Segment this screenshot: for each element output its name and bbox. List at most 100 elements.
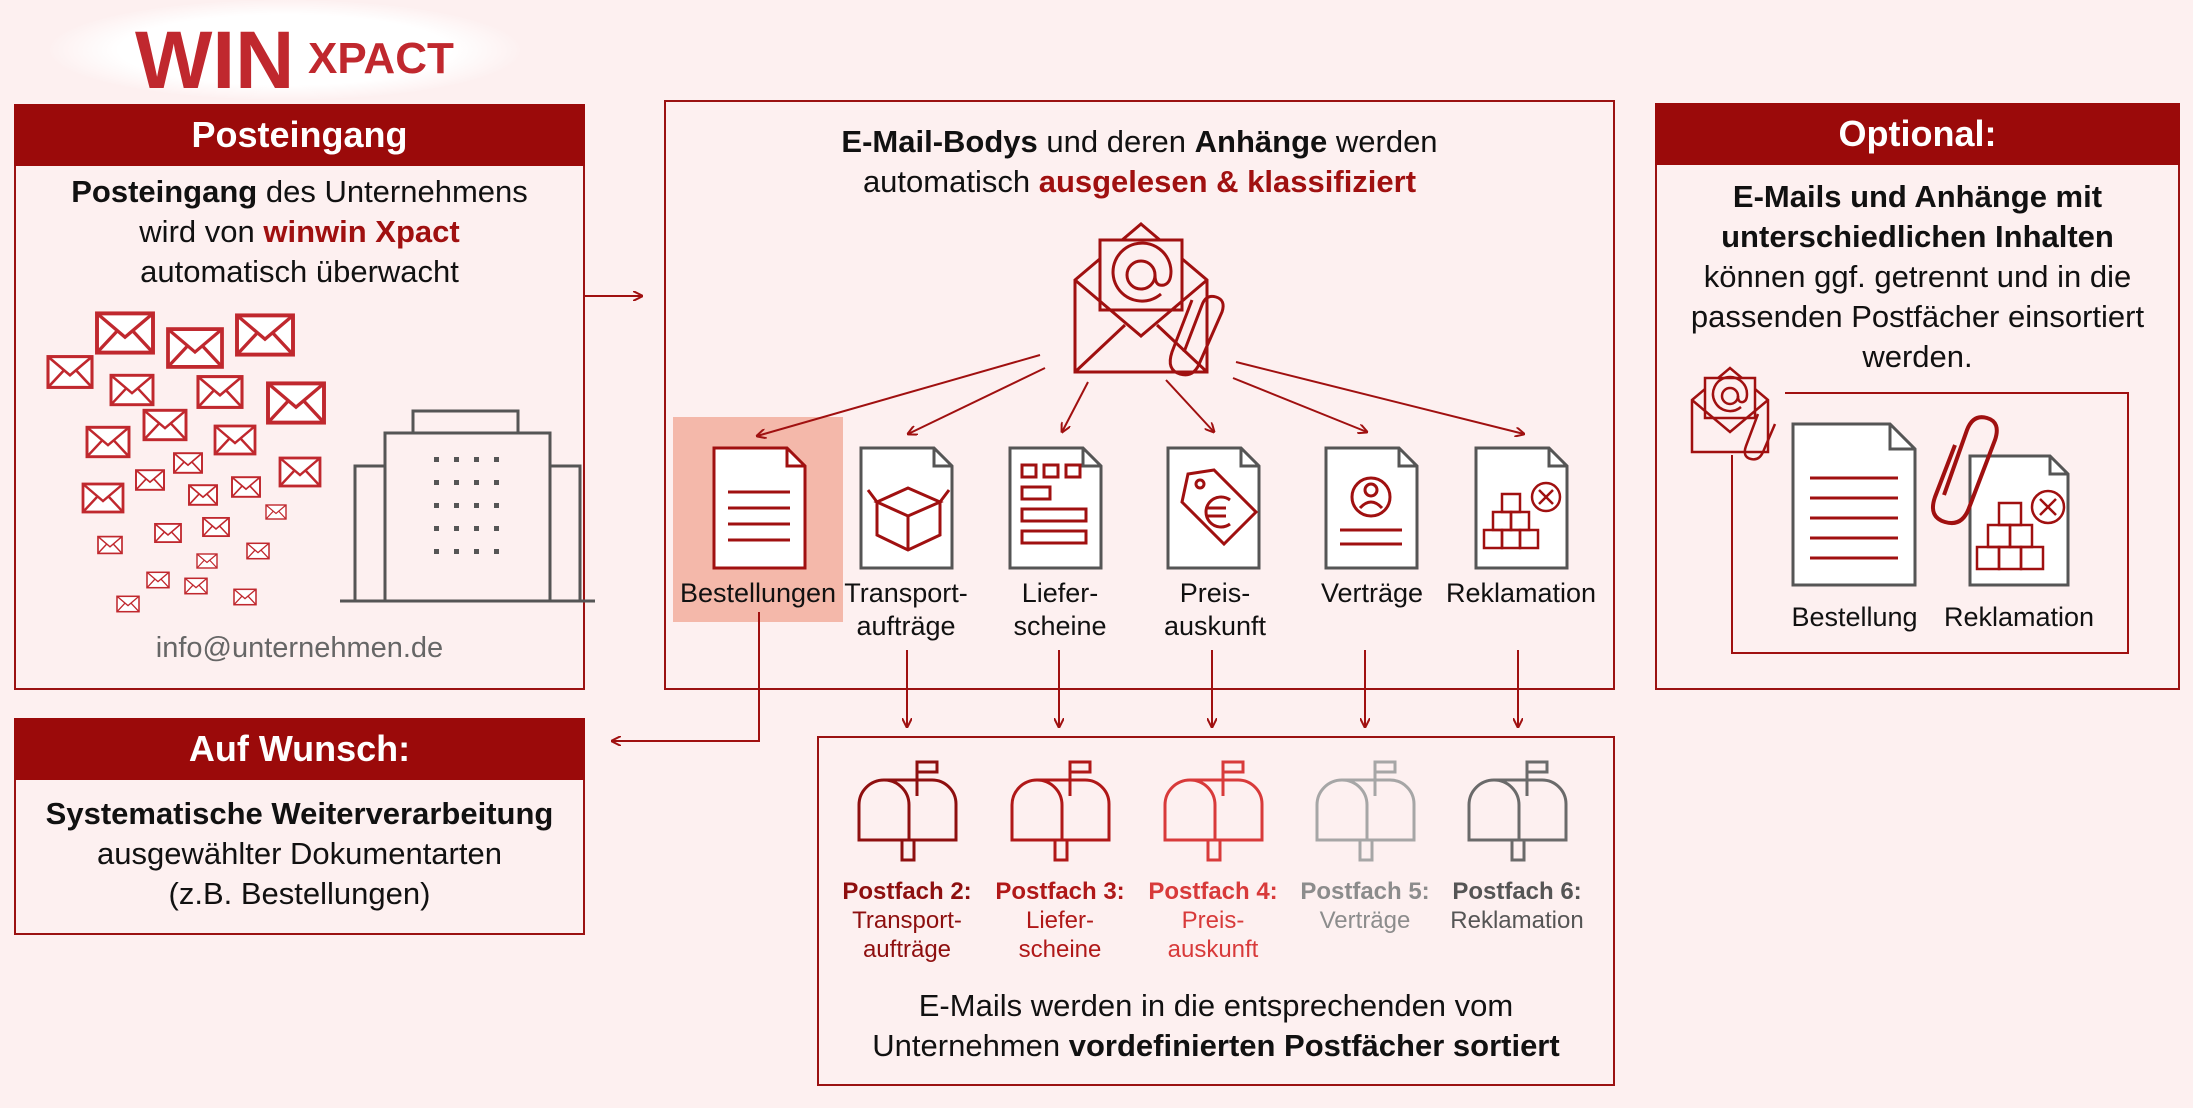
doc-label-line: scheine (1013, 611, 1107, 641)
mailbox-title: Postfach 5: (1300, 878, 1430, 905)
optional-text-3: werden. (1862, 339, 1973, 374)
doc-label-line: auskunft (1163, 611, 1267, 641)
mailboxes-footer: E-Mails werden in die entsprechenden vom… (817, 986, 1615, 1066)
doc-label-transport: Transport-aufträge (826, 577, 986, 643)
doc-label-line: Reklamation (1445, 578, 1597, 608)
mailbox-icon (1163, 760, 1264, 862)
contract-person-icon (1340, 476, 1402, 546)
optional-bracket (1731, 392, 2129, 654)
mailbox-subtitle: auskunft (1167, 936, 1259, 963)
building-icon (340, 409, 595, 603)
posteingang-bold: Posteingang (71, 174, 258, 209)
wunsch-arrow (612, 612, 760, 741)
mailbox-title: Postfach 3: (995, 878, 1125, 905)
doc-label-line: Transport- (844, 578, 968, 608)
svg-text:XPACT: XPACT (308, 34, 454, 83)
doc-label-line: Bestellungen (679, 578, 837, 608)
building-windows (434, 457, 499, 554)
mailbox-label: Postfach 2:Transport-aufträge (827, 877, 987, 964)
attachments-bold: Anhänge (1194, 124, 1328, 159)
optional-label-bestellung: Bestellung (1791, 602, 1918, 632)
wunsch-text-1: ausgewählter Dokumentarten (97, 836, 502, 871)
classification-arrows (757, 354, 1524, 436)
mailbox-subtitle: Liefer- (1025, 907, 1095, 934)
wunsch-bold: Systematische Weiterverarbeitung (45, 796, 554, 831)
posteingang-description: Posteingang des Unternehmens wird von wi… (14, 172, 585, 292)
doc-label-reklamation: Reklamation (1436, 577, 1606, 610)
mailbox-title: Postfach 4: (1148, 878, 1278, 905)
mailbox-subtitle: Transport- (852, 907, 962, 934)
order-document-lines (1810, 476, 1898, 560)
transport-box-icon (866, 486, 951, 552)
order-doc-icon (728, 490, 790, 542)
doc-label-preis: Preis-auskunft (1140, 577, 1290, 643)
mail-bodys-bold: E-Mail-Bodys (841, 124, 1038, 159)
mailbox-label: Postfach 3:Liefer-scheine (980, 877, 1140, 964)
classification-panel (664, 100, 1615, 690)
mailbox-title: Postfach 2: (842, 878, 972, 905)
optional-text-1: können ggf. getrennt und in die (1703, 259, 2132, 294)
optional-header: Optional: (1655, 103, 2180, 165)
wunsch-description: Systematische Weiterverarbeitung ausgewä… (14, 794, 585, 914)
winwin-brand-text: winwin Xpact (263, 214, 460, 249)
center-text-2: werden (1327, 124, 1438, 159)
center-text-3: automatisch (862, 164, 1039, 199)
wunsch-text-2: (z.B. Bestellungen) (168, 876, 431, 911)
optional-text-2: passenden Postfächer einsortiert (1690, 299, 2145, 334)
paperclip-icon (1168, 294, 1225, 377)
mailbox-subtitle: scheine (1018, 936, 1102, 963)
complaint-boxes-icon (1482, 481, 1562, 550)
mailboxes-footer-1: E-Mails werden in die entsprechenden vom (918, 988, 1514, 1023)
mailbox-subtitle: Reklamation (1450, 907, 1584, 934)
envelope-cloud (46, 311, 595, 613)
mailbox-icon (1467, 760, 1568, 862)
mailboxes-panel (817, 736, 1615, 1086)
doc-label-vertraege: Verträge (1297, 577, 1447, 610)
mailbox-icon (857, 760, 958, 862)
doc-label-bestellungen: Bestellungen (663, 577, 853, 610)
mailboxes-footer-bold: vordefinierten Postfächer sortiert (1068, 1028, 1560, 1063)
logo-glow (50, 0, 520, 100)
mailbox-subtitle: aufträge (862, 936, 952, 963)
mailbox-subtitle: Verträge (1319, 907, 1411, 934)
optional-description: E-Mails und Anhänge mit unterschiedliche… (1655, 177, 2180, 377)
mailbox-label: Postfach 5:Verträge (1285, 877, 1445, 935)
mailbox-arrows (907, 650, 1518, 727)
doc-label-line: Liefer- (1021, 578, 1099, 608)
classification-description: E-Mail-Bodys und deren Anhänge werden au… (664, 122, 1615, 202)
complaint-boxes-large-icon (1975, 489, 2066, 571)
logo-xpact: XPACT (308, 34, 454, 83)
doc-label-line: Verträge (1320, 578, 1424, 608)
small-email-at-icon (1690, 366, 1770, 454)
delivery-note-icon (1020, 463, 1088, 545)
center-text-1: und deren (1037, 124, 1195, 159)
svg-text:WIN: WIN (135, 15, 294, 106)
doc-label-line: aufträge (856, 611, 956, 641)
mailbox-label: Postfach 4:Preis-auskunft (1133, 877, 1293, 964)
doc-label-liefer: Liefer-scheine (985, 577, 1135, 643)
posteingang-line3: automatisch überwacht (140, 254, 459, 289)
optional-bold-2: unterschiedlichen Inhalten (1721, 219, 2114, 254)
optional-bold-1: E-Mails und Anhänge mit (1732, 179, 2103, 214)
wunsch-header: Auf Wunsch: (14, 718, 585, 780)
email-at-icon (1073, 222, 1209, 374)
small-paperclip-icon (1743, 413, 1777, 461)
mailbox-icon (1315, 760, 1416, 862)
mailbox-title: Postfach 6: (1452, 878, 1582, 905)
company-email: info@unternehmen.de (155, 632, 444, 664)
big-paperclip-icon (1931, 415, 1999, 525)
doc-label-line: Preis- (1179, 578, 1251, 608)
price-tag-icon (1180, 468, 1259, 547)
mailbox-subtitle: Preis- (1181, 907, 1245, 934)
logo: WIN XPACT (50, 0, 520, 106)
classified-red: ausgelesen & klassifiziert (1038, 164, 1417, 199)
optional-label-reklamation: Reklamation (1943, 602, 2095, 632)
order-document-icon (1791, 422, 1917, 587)
posteingang-line2: wird von (139, 214, 264, 249)
mailbox-label: Postfach 6:Reklamation (1437, 877, 1597, 935)
posteingang-line1: des Unternehmens (257, 174, 528, 209)
posteingang-header: Posteingang (14, 104, 585, 166)
